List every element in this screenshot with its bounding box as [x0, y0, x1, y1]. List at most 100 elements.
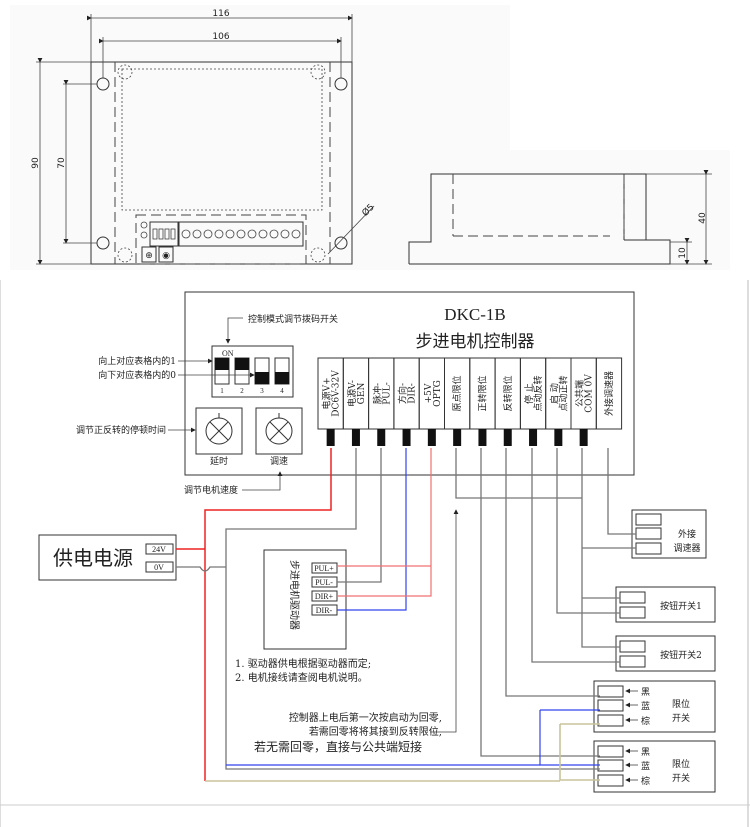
- wire-dir-minus: [337, 448, 407, 611]
- delay-knob-label: 延时: [210, 455, 228, 467]
- dip-down-note: 向下对应表格内的0: [98, 369, 176, 381]
- delay-knob-annotation: 调节正反转的停顿时间: [76, 424, 166, 436]
- button-1-terminal[interactable]: [619, 591, 646, 604]
- component-area: [121, 68, 323, 211]
- svg-text:棕: 棕: [641, 715, 650, 727]
- limit-1-terminal-blue[interactable]: [597, 699, 624, 712]
- terminal-label: 电源V-: [346, 380, 358, 407]
- wire-speed-controller: [607, 448, 636, 535]
- wire-stop: [531, 448, 620, 663]
- wire-origin-limit: [455, 448, 582, 499]
- limit-2-terminal-blue[interactable]: [597, 759, 624, 772]
- terminal-2[interactable]: 脉冲-PUL-: [368, 357, 395, 446]
- terminal-pin: [478, 429, 487, 446]
- dim-height-holes: 70: [57, 157, 67, 169]
- dim-width-holes: 106: [212, 32, 229, 42]
- svg-text:调速器: 调速器: [673, 543, 700, 554]
- mount-hole: [334, 236, 348, 250]
- terminal-9[interactable]: 启 动点动正转: [545, 357, 572, 446]
- wires: [176, 448, 636, 782]
- button-2-terminal[interactable]: [619, 655, 646, 668]
- power-supply-label: 供电电源: [53, 546, 133, 570]
- terminal-pin: [377, 429, 386, 446]
- terminal-1[interactable]: 电源V-GEN: [342, 357, 370, 446]
- driver-pin-pul-plus[interactable]: [311, 562, 338, 574]
- button-2-terminal[interactable]: [619, 640, 646, 653]
- terminal-label: 脉冲-: [371, 383, 383, 404]
- terminal-label: DIR-: [408, 383, 418, 404]
- limit-1-terminal-black[interactable]: [597, 685, 624, 698]
- svg-text:开关: 开关: [672, 772, 690, 784]
- terminal-label: 正转限位: [476, 375, 488, 411]
- dim-base-height: 10: [678, 247, 688, 259]
- terminal-pin: [529, 429, 538, 446]
- dim-height-outer: 90: [31, 157, 41, 169]
- dip-switch-1[interactable]: 1: [214, 357, 230, 395]
- terminal-7[interactable]: 反转限位: [494, 357, 521, 446]
- wire-0v: [176, 566, 226, 572]
- terminal-label: COM 0V: [585, 374, 595, 413]
- homing-note-2: 若需回零将将其接到反转限位,: [309, 725, 442, 738]
- limit-2-terminal-brown[interactable]: [597, 774, 624, 787]
- delay-knob[interactable]: 延时: [195, 407, 243, 467]
- svg-text:24V: 24V: [152, 545, 166, 554]
- terminal-label: 点动正转: [557, 375, 569, 411]
- svg-text:⊕: ⊕: [145, 251, 153, 261]
- stepper-driver: 步进电机驱动器 PUL+ PUL- DIR+ DIR-: [263, 549, 347, 650]
- dip-switch-2[interactable]: 2: [234, 357, 250, 395]
- side-view-drawing: 40 10: [408, 170, 712, 265]
- wire-limit-blue: [539, 710, 600, 766]
- terminal-label: DC6V-32V: [332, 370, 342, 417]
- terminal-pin: [453, 429, 462, 446]
- terminal-pin: [579, 429, 588, 446]
- button-1-terminal[interactable]: [619, 606, 646, 619]
- wire-power-negative: [225, 448, 600, 770]
- speed-ctrl-terminal[interactable]: [635, 527, 662, 540]
- terminal-3[interactable]: 方向-DIR-: [393, 357, 420, 446]
- dip-switch-4[interactable]: 4: [274, 357, 290, 395]
- wire-start: [556, 448, 620, 614]
- svg-text:2: 2: [240, 387, 244, 395]
- dip-up-note: 向上对应表格内的1: [98, 355, 176, 367]
- terminal-0[interactable]: 电源V+DC6V-32V: [317, 357, 344, 446]
- terminal-label: 反转限位: [502, 375, 514, 411]
- terminal-label: PUL-: [382, 382, 392, 405]
- terminal-6[interactable]: 正转限位: [469, 357, 496, 446]
- wire-5v-dir-plus: [337, 448, 432, 597]
- limit-2-terminal-black[interactable]: [597, 745, 624, 758]
- terminal-8[interactable]: 停 止点动反转: [519, 357, 547, 446]
- limit-switch-2: 黑 蓝 棕 限位 开关: [593, 740, 716, 793]
- power-terminal-24v[interactable]: [145, 543, 174, 555]
- driver-note-1: 1. 驱动器供电根据驱动器而定;: [235, 657, 371, 670]
- svg-text:棕: 棕: [641, 775, 650, 787]
- terminal-label: 点动反转: [532, 375, 544, 411]
- svg-text:黑: 黑: [641, 687, 650, 698]
- limit-1-terminal-brown[interactable]: [597, 714, 624, 727]
- wire-pul-minus: [337, 448, 382, 583]
- svg-text:按钮开关1: 按钮开关1: [660, 600, 702, 612]
- svg-text:按钮开关2: 按钮开关2: [660, 649, 702, 661]
- external-speed-controller: 外接 调速器: [631, 509, 707, 559]
- controller-name: 步进电机控制器: [416, 332, 535, 352]
- dip-switch[interactable]: ON 1 2 3 4: [211, 345, 294, 398]
- terminal-pin: [402, 429, 411, 446]
- speed-ctrl-terminal[interactable]: [635, 542, 662, 555]
- svg-text:黑: 黑: [641, 747, 650, 758]
- power-terminal-0v[interactable]: [145, 561, 174, 573]
- dip-switch-3[interactable]: 3: [254, 357, 270, 395]
- dim-width-outer: 116: [212, 9, 229, 19]
- speed-ctrl-terminal[interactable]: [635, 513, 662, 526]
- speed-knob[interactable]: 调速: [255, 407, 303, 467]
- terminal-5[interactable]: 原点限位: [444, 357, 471, 446]
- dim-side-height: 40: [698, 212, 708, 224]
- button-switch-1: 按钮开关1: [615, 586, 716, 623]
- wire-limit-brown: [559, 724, 600, 781]
- speed-knob-label: 调速: [270, 456, 288, 467]
- wire-common: [581, 448, 620, 648]
- terminal-11[interactable]: 外接调速器: [595, 357, 623, 430]
- svg-text:4: 4: [280, 387, 284, 395]
- terminal-label: GEN: [357, 383, 367, 405]
